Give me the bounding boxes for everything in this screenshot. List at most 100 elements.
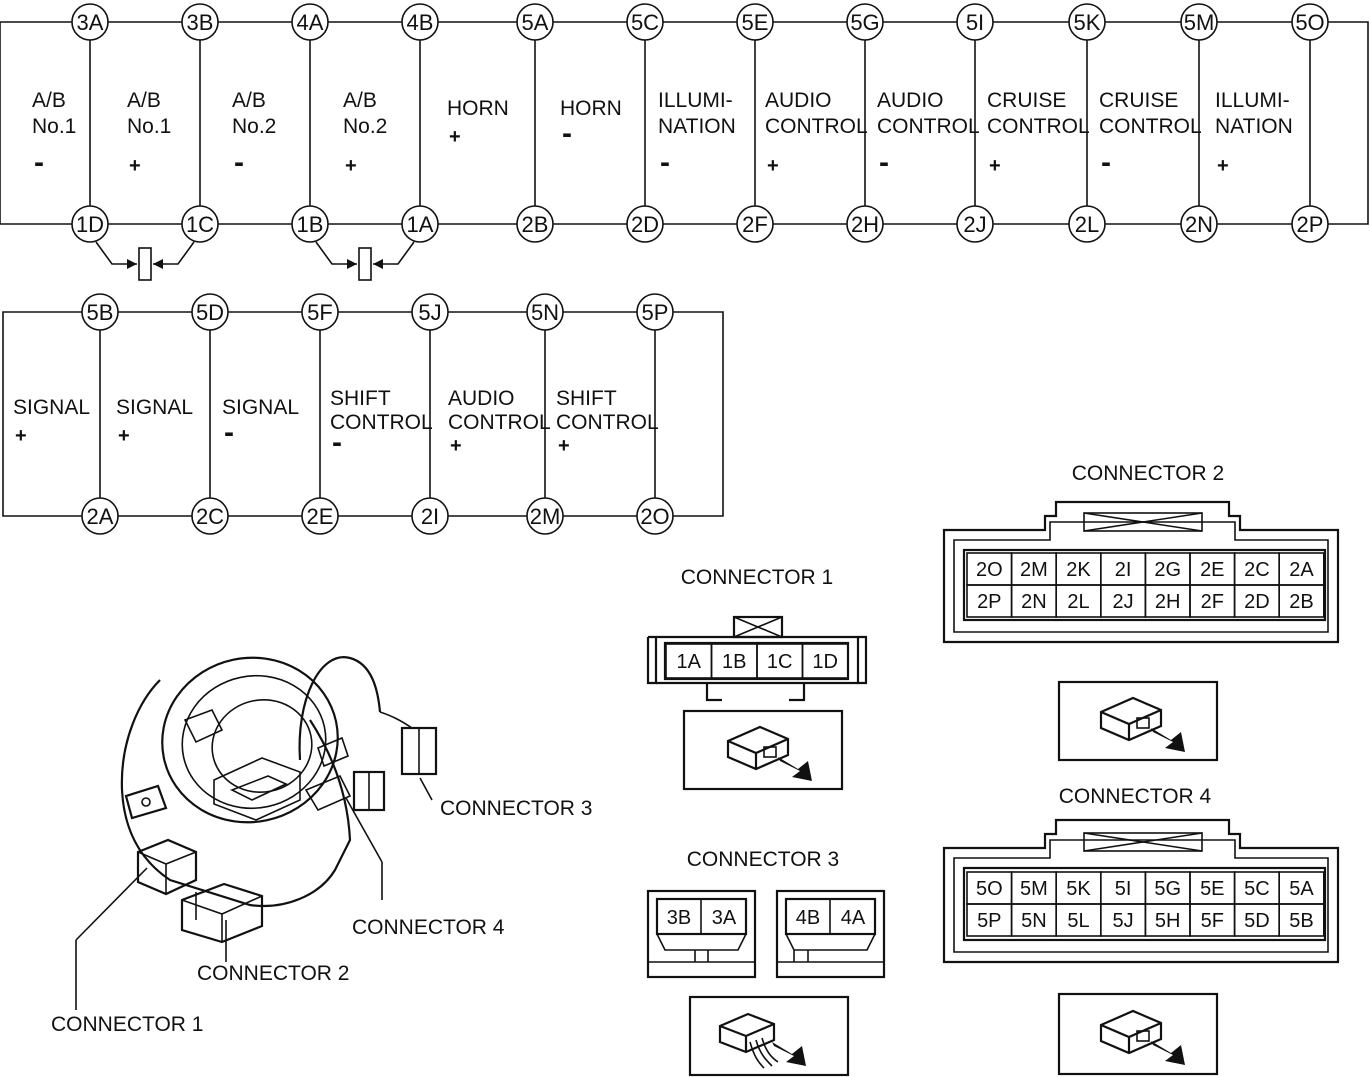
pin-circle (736, 3, 774, 41)
connector4-cell-label: 5A (1289, 878, 1314, 900)
second-row-circuit-label: SHIFT (330, 387, 391, 410)
top-row-circuit-label: CONTROL (1099, 115, 1202, 138)
connector4-cell-label: 5B (1289, 910, 1313, 932)
second-row-top-pin: 5D (196, 300, 224, 325)
pin-circle (401, 3, 439, 41)
second-row-circuit-label: SIGNAL (116, 396, 193, 419)
top-row-top-pin: 5E (742, 10, 769, 35)
pin-circle (1180, 205, 1218, 243)
top-row-circuit-label: CRUISE (987, 89, 1066, 112)
top-row-circuit-label: + (449, 126, 461, 148)
top-row-circuit-label: NATION (658, 115, 736, 138)
top-row-circuit-label: A/B (127, 89, 161, 112)
pin-circle (636, 293, 674, 331)
second-row-top-pin: 5P (642, 300, 669, 325)
pin-circle (516, 205, 554, 243)
pin-circle (1068, 3, 1106, 41)
top-row-top-pin: 5I (966, 10, 984, 35)
second-row-top-pin: 5F (307, 300, 333, 325)
top-row-top-pin: 5G (850, 10, 879, 35)
connector2-cell-label: 2N (1021, 591, 1047, 613)
connector4-cell-label: 5I (1115, 878, 1132, 900)
connector2-view-box (1057, 680, 1219, 762)
top-row-top-pin: 5K (1074, 10, 1101, 35)
second-row-circuit-label: SIGNAL (222, 396, 299, 419)
top-row-circuit-label: NATION (1215, 115, 1293, 138)
connector2-cell-label: 2L (1067, 591, 1089, 613)
pin-circle (81, 293, 119, 331)
top-row-top-pin: 3B (187, 10, 214, 35)
top-row-circuit-label: CONTROL (765, 115, 868, 138)
top-row-circuit-label: No.2 (343, 115, 387, 138)
second-row-circuit-label: + (450, 435, 462, 457)
top-row-circuit-label: - (562, 117, 572, 150)
pin-circle (526, 293, 564, 331)
connector2-cell-label: 2D (1244, 591, 1270, 613)
pin-circle (956, 3, 994, 41)
illustration-connector4-label: CONNECTOR 4 (352, 916, 505, 939)
connector2-cell-label: 2M (1020, 559, 1048, 581)
top-row-circuit-label: - (660, 146, 670, 179)
pin-circle (736, 205, 774, 243)
top-row-bottom-pin: 2B (522, 212, 549, 237)
shorting-bar (95, 241, 195, 281)
connector4-cell-label: 5J (1113, 910, 1134, 932)
top-row-circuit-label: HORN (447, 97, 509, 120)
second-row-bottom-pin: 2M (530, 504, 561, 529)
top-row-bottom-pin: 2F (742, 212, 768, 237)
second-row-circuit-label: SHIFT (556, 387, 617, 410)
pin-circle (301, 497, 339, 535)
connector1-cell-label: 1B (722, 651, 746, 673)
top-row-bottom-pin: 1B (297, 212, 324, 237)
connector3-view-icon (718, 1012, 806, 1069)
pin-circle (411, 497, 449, 535)
connector3-right-cell: 4A (841, 907, 866, 929)
top-row-circuit-label: - (234, 146, 244, 179)
top-row-circuit-label: CRUISE (1099, 89, 1178, 112)
top-row-bottom-pin: 1D (76, 212, 104, 237)
top-row-circuit-label: No.2 (232, 115, 276, 138)
connector2-cell-label: 2F (1201, 591, 1224, 613)
connector4-view-icon (1099, 1009, 1185, 1065)
connector2-cell-label: 2J (1113, 591, 1134, 613)
second-row-circuit-label: + (558, 435, 570, 457)
connector2-view-icon (1099, 696, 1185, 752)
connector3-left-cell: 3A (712, 907, 737, 929)
top-row-circuit-label: + (989, 155, 1001, 177)
pin-circle (81, 497, 119, 535)
top-row-circuit-label: - (879, 146, 889, 179)
connector2-cell-label: 2K (1066, 559, 1091, 581)
second-row-schematic: 5B2A5D2C5F2E5J2I5N2M5P2OSIGNAL+SIGNAL+SI… (2, 293, 724, 535)
top-row-schematic: 3A1D3B1C4A1B4B1A5A2B5C2D5E2F5G2H5I2J5K2L… (0, 3, 1369, 243)
top-row-circuit-label: A/B (232, 89, 266, 112)
connector2-cell-label: 2O (976, 559, 1003, 581)
second-row-top-pin: 5J (418, 300, 441, 325)
pin-circle (301, 293, 339, 331)
connector4-cell-label: 5D (1244, 910, 1270, 932)
top-row-top-pin: 4B (407, 10, 434, 35)
connector2-cell-label: 2P (977, 591, 1001, 613)
second-row-bottom-pin: 2A (87, 504, 114, 529)
second-row-circuit-label: CONTROL (330, 411, 433, 434)
connector2-title: CONNECTOR 2 (1072, 462, 1224, 485)
pin-circle (401, 205, 439, 243)
top-row-circuit-label: + (345, 155, 357, 177)
top-row-top-pin: 5A (522, 10, 549, 35)
connector1-cell-label: 1C (767, 651, 793, 673)
second-row-circuit-label: CONTROL (556, 411, 659, 434)
pin-circle (71, 205, 109, 243)
top-row-top-pin: 5O (1295, 10, 1324, 35)
connector4-cell-label: 5H (1155, 910, 1181, 932)
pin-circle (411, 293, 449, 331)
connector1-view-box (682, 709, 844, 791)
second-row-circuit-label: SIGNAL (13, 396, 90, 419)
second-row-circuit-label: AUDIO (448, 387, 515, 410)
pin-circle (181, 3, 219, 41)
second-row-bottom-pin: 2O (640, 504, 669, 529)
illustration-connector1-label: CONNECTOR 1 (51, 1013, 203, 1036)
illustration-connector2-label: CONNECTOR 2 (197, 962, 349, 985)
top-row-top-pin: 4A (297, 10, 324, 35)
second-row-circuit-label: CONTROL (448, 411, 551, 434)
